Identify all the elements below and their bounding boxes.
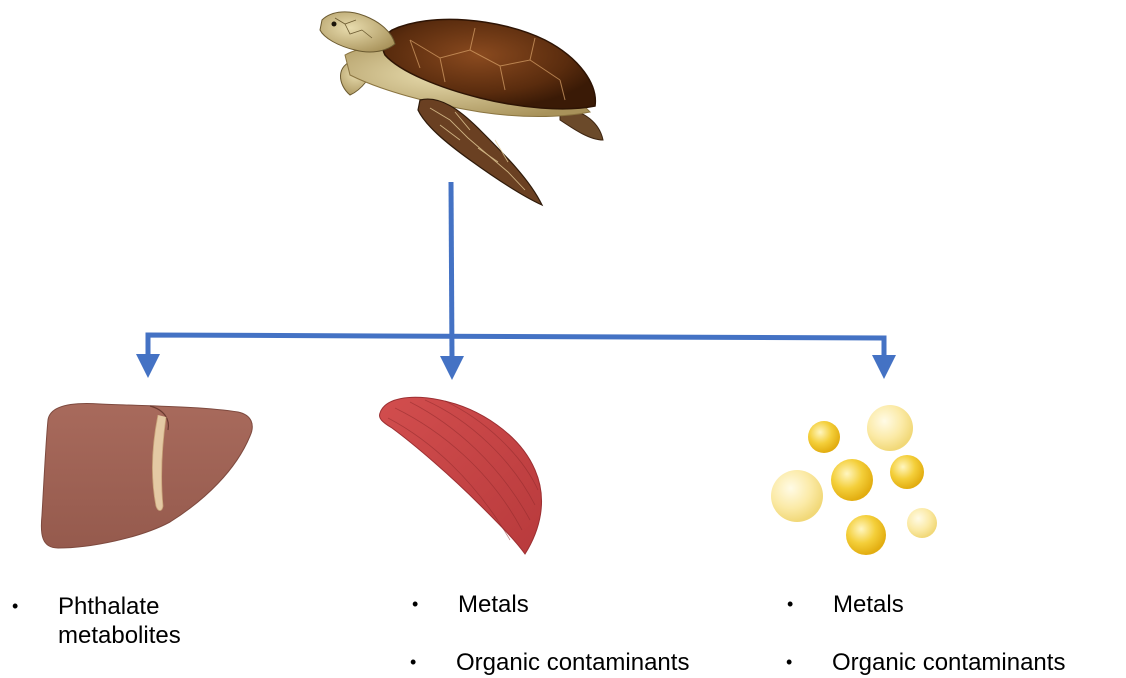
muscle-item-text: Organic contaminants [456,648,689,677]
muscle-item-text: Metals [458,590,529,619]
fat-item-text: Metals [833,590,904,619]
bullet-marker: • [410,648,416,677]
connector-arrows [148,182,884,360]
arrow-head-muscle [440,356,464,380]
arrow-head-liver [136,354,160,378]
fat-item-text: Organic contaminants [832,648,1065,677]
trunk-line [451,182,452,360]
branch-line [148,335,884,356]
liver-icon [41,404,252,548]
bullet-marker: • [787,590,793,619]
arrow-head-fat [872,355,896,379]
bullet-marker: • [412,590,418,619]
muscle-icon [380,397,542,554]
sea-turtle-icon [320,12,603,205]
bullet-marker: • [786,648,792,677]
fat-droplets-icon [771,405,937,555]
liver-item-text: Phthalate metabolites [58,592,228,650]
bullet-marker: • [12,592,18,621]
